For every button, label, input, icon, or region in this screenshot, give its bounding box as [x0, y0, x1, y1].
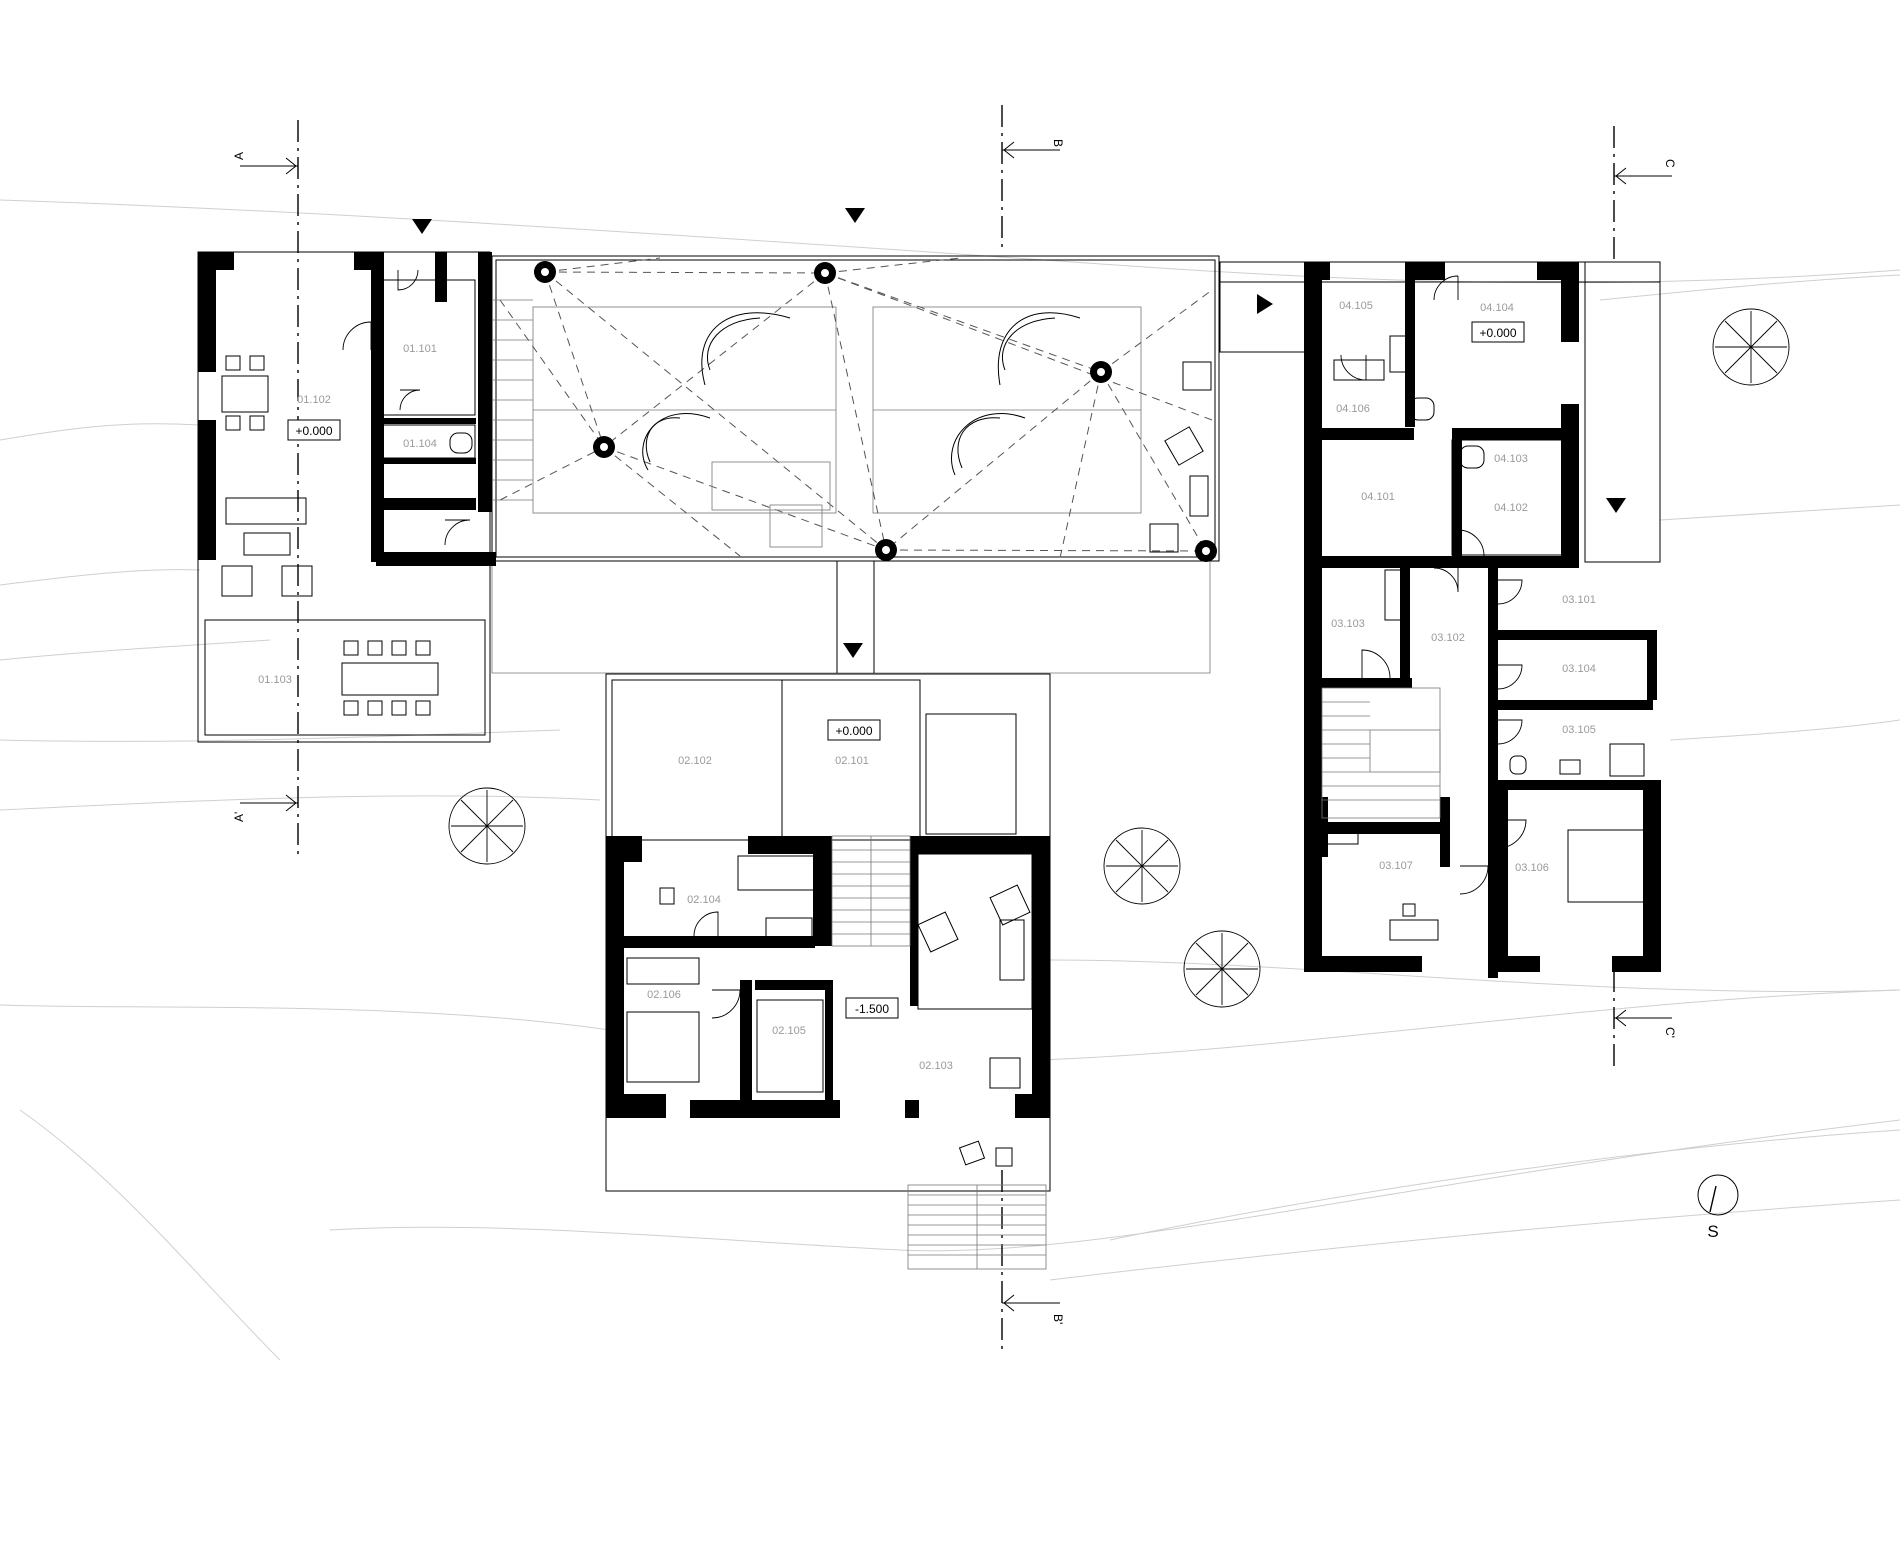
room-label: 04.102 [1494, 502, 1528, 514]
section-markers: A A' B B' C C' [232, 105, 1677, 1350]
north-arrow-label: S [1707, 1222, 1718, 1241]
entry-arrow-icon [1257, 294, 1273, 314]
entry-arrow-icon [1606, 498, 1626, 513]
room-label: 04.103 [1494, 453, 1528, 465]
room-label: 03.102 [1431, 632, 1465, 644]
section-label-b-prime: B' [1051, 1314, 1065, 1324]
room-label: 02.101 [835, 755, 869, 767]
room-label: 03.101 [1562, 594, 1596, 606]
terrain-contours [0, 199, 1900, 1361]
north-arrow: S [1697, 1174, 1739, 1241]
tree-icon [1712, 308, 1790, 386]
room-label: 04.106 [1336, 403, 1370, 415]
room-label: 03.105 [1562, 724, 1596, 736]
trees [448, 308, 1790, 1008]
room-label: 03.103 [1331, 618, 1365, 630]
level-marker: +0.000 [1479, 326, 1516, 340]
section-label-c: C [1663, 159, 1677, 168]
level-marker: -1.500 [855, 1002, 889, 1016]
room-label: 02.104 [687, 894, 721, 906]
room-label: 02.105 [772, 1025, 806, 1037]
entry-arrows [412, 208, 1626, 658]
level-marker: +0.000 [295, 424, 332, 438]
west-building: 01.101 01.102 01.103 01.104 +0.000 [197, 251, 533, 743]
room-label: 01.103 [258, 674, 292, 686]
room-label: 03.106 [1515, 862, 1549, 874]
section-label-a: A [232, 152, 246, 160]
columns [534, 261, 1217, 562]
entry-arrow-icon [845, 208, 865, 223]
east-building: 04.105 04.104 04.106 04.103 04.101 04.10… [1219, 261, 1661, 978]
room-label: 02.102 [678, 755, 712, 767]
room-label: 01.104 [403, 438, 437, 450]
section-label-c-prime: C' [1663, 1027, 1677, 1038]
entry-arrow-icon [412, 219, 432, 234]
room-label: 04.101 [1361, 491, 1395, 503]
tree-icon [448, 787, 526, 865]
room-label: 03.104 [1562, 663, 1596, 675]
tree-icon [1183, 930, 1261, 1008]
entry-arrow-icon [843, 643, 863, 658]
room-label: 01.102 [297, 394, 331, 406]
room-label: 02.103 [919, 1060, 953, 1072]
room-label: 04.105 [1339, 300, 1373, 312]
room-label: 01.101 [403, 343, 437, 355]
section-label-b: B [1051, 139, 1065, 147]
room-label: 02.106 [647, 989, 681, 1001]
level-marker: +0.000 [835, 724, 872, 738]
central-pavilion [491, 255, 1220, 674]
section-label-a-prime: A' [232, 812, 246, 822]
room-label: 03.107 [1379, 860, 1413, 872]
tree-icon [1103, 827, 1181, 905]
room-label: 04.104 [1480, 302, 1514, 314]
south-building: 02.102 02.101 02.104 02.106 02.105 02.10… [605, 673, 1051, 1270]
